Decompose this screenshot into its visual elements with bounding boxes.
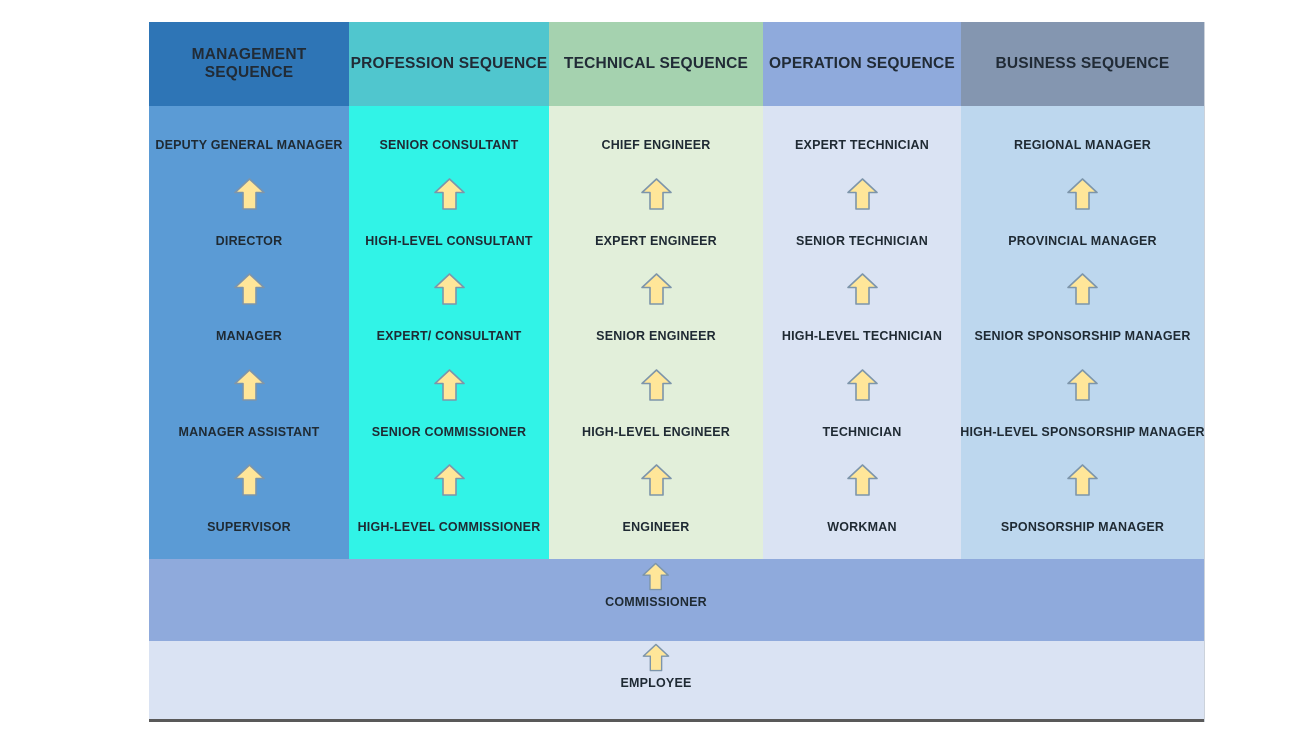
up-arrow-icon — [1067, 177, 1098, 210]
column-header: BUSINESS SEQUENCE — [961, 22, 1204, 106]
column-body: EXPERT TECHNICIAN SENIOR TECHNICIAN HIGH-L… — [763, 106, 961, 559]
level-label: DEPUTY GENERAL MANAGER — [155, 138, 343, 152]
sequence-column-3: TECHNICAL SEQUENCE CHIEF ENGINEER EXPERT E… — [549, 22, 763, 559]
up-arrow-icon — [642, 643, 670, 672]
level-label: MANAGER — [216, 329, 282, 344]
up-arrow-icon — [433, 177, 465, 210]
level-label: SENIOR CONSULTANT — [379, 138, 519, 152]
up-arrow-icon — [433, 464, 465, 497]
level-label: HIGH-LEVEL COMMISSIONER — [357, 520, 541, 535]
level-label: HIGH-LEVEL CONSULTANT — [365, 233, 533, 248]
column-body: SENIOR CONSULTANT HIGH-LEVEL CONSULTANT EX… — [349, 106, 549, 559]
column-header: TECHNICAL SEQUENCE — [549, 22, 763, 106]
level-label: REGIONAL MANAGER — [1013, 138, 1151, 152]
up-arrow-icon — [640, 464, 672, 497]
up-arrow-icon — [640, 273, 672, 306]
up-arrow-icon — [233, 177, 265, 210]
column-header: PROFESSION SEQUENCE — [349, 22, 549, 106]
sequence-column-2: PROFESSION SEQUENCE SENIOR CONSULTANT HIGH… — [349, 22, 549, 559]
level-label: EXPERT ENGINEER — [595, 233, 717, 248]
level-label: SENIOR ENGINEER — [596, 329, 716, 344]
column-header: OPERATION SEQUENCE — [763, 22, 961, 106]
up-arrow-icon — [233, 273, 265, 306]
band-content: EMPLOYEE — [620, 641, 691, 690]
bottom-border — [149, 719, 1204, 722]
base-bands: COMMISSIONER EMPLOYEE — [149, 559, 1204, 719]
up-arrow-icon — [846, 464, 878, 497]
level-label: HIGH-LEVEL SPONSORSHIP MANAGER — [960, 424, 1205, 439]
up-arrow-icon — [1067, 464, 1098, 497]
column-header: MANAGEMENT SEQUENCE — [149, 22, 349, 106]
band-label: COMMISSIONER — [605, 595, 707, 609]
level-label: EXPERT TECHNICIAN — [795, 138, 929, 152]
band-label: EMPLOYEE — [620, 676, 692, 690]
level-label: HIGH-LEVEL ENGINEER — [581, 424, 731, 439]
level-label: SENIOR TECHNICIAN — [796, 233, 928, 248]
up-arrow-icon — [233, 464, 265, 497]
column-body: DEPUTY GENERAL MANAGER DIRECTOR MANAGER MAN… — [149, 106, 349, 559]
level-label: SPONSORSHIP MANAGER — [1000, 520, 1165, 535]
up-arrow-icon — [1067, 368, 1098, 401]
level-label: HIGH-LEVEL TECHNICIAN — [781, 329, 943, 344]
level-label: CHIEF ENGINEER — [601, 138, 711, 152]
up-arrow-icon — [640, 177, 672, 210]
column-body: REGIONAL MANAGER PROVINCIAL MANAGER SENIOR… — [960, 106, 1205, 559]
up-arrow-icon — [640, 368, 672, 401]
up-arrow-icon — [846, 273, 878, 306]
level-label: EXPERT/ CONSULTANT — [376, 329, 522, 344]
band-commissioner: COMMISSIONER — [149, 559, 1204, 641]
up-arrow-icon — [846, 368, 878, 401]
up-arrow-icon — [1067, 273, 1098, 306]
sequence-column-5: BUSINESS SEQUENCE REGIONAL MANAGER PROVINC… — [960, 22, 1205, 559]
level-label: WORKMAN — [827, 520, 897, 535]
level-label: PROVINCIAL MANAGER — [1008, 233, 1157, 248]
level-label: SENIOR SPONSORSHIP MANAGER — [974, 329, 1191, 344]
up-arrow-icon — [642, 562, 670, 591]
up-arrow-icon — [846, 177, 878, 210]
level-label: TECHNICIAN — [822, 424, 902, 439]
column-body: CHIEF ENGINEER EXPERT ENGINEER SENIOR ENGI… — [549, 106, 763, 559]
band-content: COMMISSIONER — [605, 559, 707, 609]
level-label: SENIOR COMMISSIONER — [371, 424, 527, 439]
level-label: MANAGER ASSISTANT — [178, 424, 320, 439]
level-label: SUPERVISOR — [207, 520, 291, 535]
up-arrow-icon — [433, 273, 465, 306]
up-arrow-icon — [233, 368, 265, 401]
level-label: DIRECTOR — [215, 233, 283, 248]
band-employee: EMPLOYEE — [149, 641, 1204, 719]
level-label: ENGINEER — [622, 520, 690, 535]
sequence-column-4: OPERATION SEQUENCE EXPERT TECHNICIAN SENIO… — [763, 22, 961, 559]
up-arrow-icon — [433, 368, 465, 401]
